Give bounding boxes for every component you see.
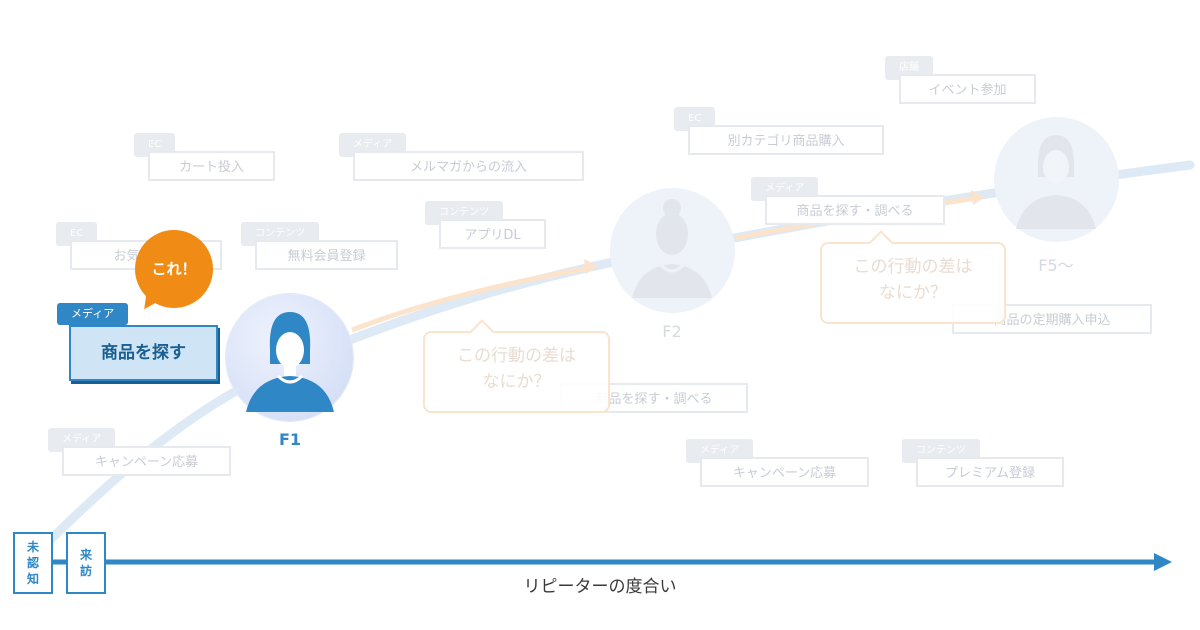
activity-label: メルマガからの流入 [353,151,584,181]
activity-label: キャンペーン応募 [62,446,231,476]
highlight-label: 商品を探す [69,325,218,381]
stage-visit-label: 来訪 [79,548,92,578]
bubble-line-1: この行動の差は [457,346,576,366]
stage-unaware: 未認知 [13,532,53,594]
activity-label: カート投入 [148,151,275,181]
person-icon [246,312,334,412]
axis-label: リピーターの度合い [523,577,677,597]
person-icon [1016,135,1096,229]
bubble-line-2: なにか？ [879,283,947,303]
f1-label: F1 [278,430,302,449]
f5-avatar [994,117,1119,242]
progress-arrow-1-head [584,259,598,274]
bubble-line-1: この行動の差は [853,257,973,277]
question-bubble-2: この行動の差は なにか？ [820,230,1006,324]
person-icon [632,199,712,298]
f5-label: F5〜 [1038,256,1074,275]
axis-arrowhead [1154,553,1172,571]
activity-label: プレミアム登録 [916,457,1064,487]
f2-avatar [610,188,735,313]
stage-unaware-label: 未認知 [26,540,39,586]
activity-label: 別カテゴリ商品購入 [688,125,884,155]
activity-label: イベント参加 [899,74,1036,104]
bubble-line-2: なにか？ [482,372,551,392]
question-bubble-1: この行動の差は なにか？ [423,319,610,413]
highlight-tag: メディア [57,303,129,325]
stage-visit: 来訪 [66,532,106,594]
activity-label: 商品を探す・調べる [765,195,945,225]
f1-avatar[interactable] [226,294,353,421]
progress-arrow-2-head [971,190,985,205]
activity-label: アプリDL [439,219,546,249]
callout-bubble: これ！ [135,230,213,316]
activity-label: キャンペーン応募 [700,457,869,487]
callout-text: これ！ [151,260,197,278]
progress-arrow-1 [351,265,591,333]
activity-label: 無料会員登録 [255,240,398,270]
f2-label: F2 [662,322,682,341]
